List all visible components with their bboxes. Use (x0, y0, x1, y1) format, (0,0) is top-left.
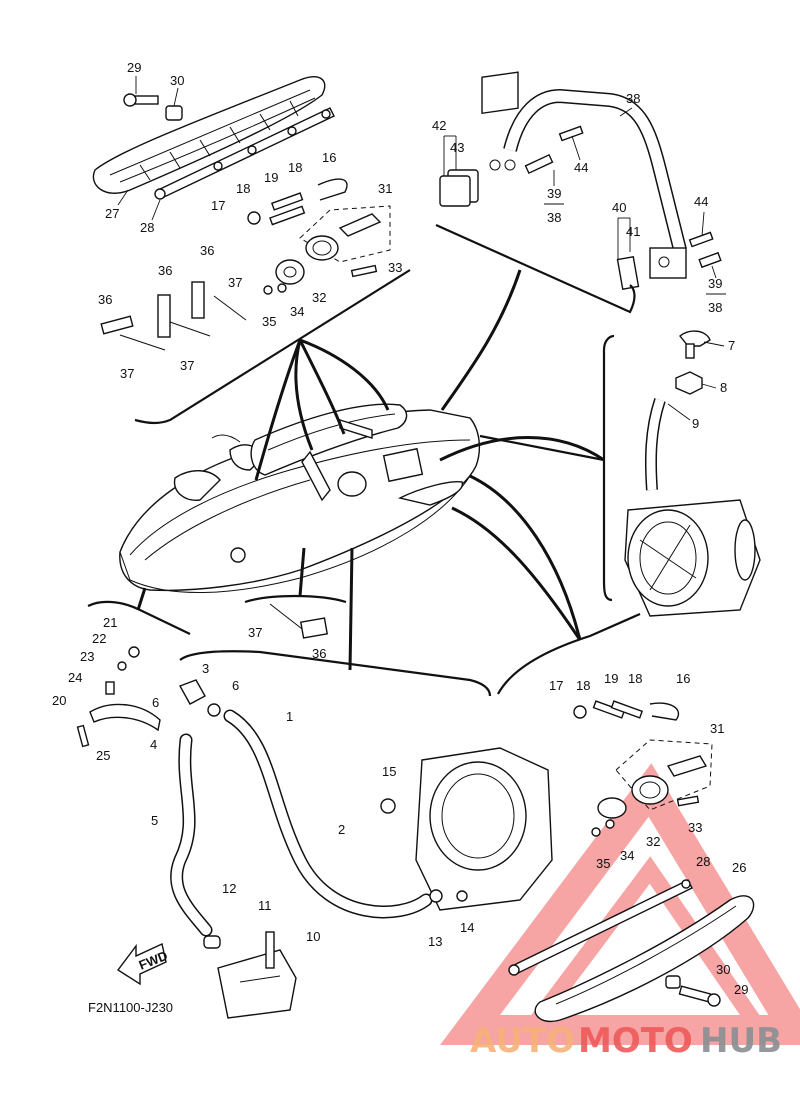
label-36d: 36 (312, 646, 326, 661)
label-27: 27 (105, 206, 119, 221)
leader-arrows (136, 269, 605, 671)
label-39a: 39 (547, 186, 561, 201)
rail-assembly (439, 71, 722, 290)
label-20: 20 (52, 693, 66, 708)
watermark-part-b: MOTO (578, 1021, 693, 1061)
label-36c: 36 (200, 243, 214, 258)
label-19b: 19 (604, 671, 618, 686)
label-36a: 36 (98, 292, 112, 307)
watercraft-hull (119, 403, 481, 593)
label-29b: 29 (734, 982, 748, 997)
group-bracket-mid (244, 594, 347, 604)
grip-handle-assembly (92, 76, 335, 200)
label-7: 7 (728, 338, 735, 353)
fwd-indicator: FWD (116, 943, 170, 986)
label-16b: 16 (676, 671, 690, 686)
label-28b: 28 (696, 854, 710, 869)
label-39b: 39 (708, 276, 722, 291)
watermark-text: AUTO MOTO HUB (470, 1021, 782, 1061)
bracket-set-left (100, 281, 247, 351)
label-11: 11 (258, 898, 272, 913)
label-18d: 18 (628, 671, 642, 686)
group-bracket-mid-left (87, 600, 191, 635)
label-35b: 35 (596, 856, 610, 871)
group-bracket-top-right (435, 223, 636, 314)
label-16: 16 (322, 150, 336, 165)
label-10: 10 (306, 929, 320, 944)
label-30: 30 (170, 73, 184, 88)
label-35: 35 (262, 314, 276, 329)
group-bracket-right-bottom (497, 612, 641, 695)
label-6b: 6 (152, 695, 159, 710)
label-32: 32 (312, 290, 326, 305)
label-23: 23 (80, 649, 94, 664)
label-38c: 38 (708, 300, 722, 315)
label-21: 21 (103, 615, 117, 630)
label-38a: 38 (626, 91, 640, 106)
diagram-code: F2N1100-J230 (88, 1000, 173, 1015)
label-30b: 30 (716, 962, 730, 977)
bracket-parts-20-25 (76, 646, 161, 748)
latch-parts-bottom (573, 700, 713, 837)
label-4: 4 (150, 737, 157, 752)
label-9: 9 (692, 416, 699, 431)
label-34b: 34 (620, 848, 634, 863)
label-2: 2 (338, 822, 345, 837)
label-31b: 31 (710, 721, 724, 736)
grip-handle-bottom (508, 879, 755, 1023)
group-bracket-hoses (179, 650, 492, 697)
label-22: 22 (92, 631, 106, 646)
latch-parts-top (247, 178, 391, 295)
label-33: 33 (388, 260, 402, 275)
label-17b: 17 (549, 678, 563, 693)
jet-pump-assembly (624, 330, 761, 617)
label-40: 40 (612, 200, 626, 215)
label-37d: 37 (248, 625, 262, 640)
label-5: 5 (151, 813, 158, 828)
group-bracket-right (602, 334, 615, 602)
label-44a: 44 (574, 160, 588, 175)
label-36b: 36 (158, 263, 172, 278)
label-24: 24 (68, 670, 82, 685)
label-18c: 18 (576, 678, 590, 693)
label-37a: 37 (228, 275, 242, 290)
label-18b: 18 (288, 160, 302, 175)
group-bracket-top-left (134, 269, 411, 425)
label-25: 25 (96, 748, 110, 763)
jet-housing (380, 747, 553, 911)
label-14: 14 (460, 920, 474, 935)
label-18: 18 (236, 181, 250, 196)
label-6a: 6 (232, 678, 239, 693)
label-32b: 32 (646, 834, 660, 849)
label-19: 19 (264, 170, 278, 185)
label-37b: 37 (120, 366, 134, 381)
bracket-parts-36-37 (269, 603, 329, 639)
label-42: 42 (432, 118, 446, 133)
label-31: 31 (378, 181, 392, 196)
label-34: 34 (290, 304, 304, 319)
label-1: 1 (286, 709, 293, 724)
label-29: 29 (127, 60, 141, 75)
watermark-part-a: AUTO (470, 1021, 575, 1061)
label-26: 26 (732, 860, 746, 875)
label-44b: 44 (694, 194, 708, 209)
label-33b: 33 (688, 820, 702, 835)
fwd-label: FWD (137, 948, 170, 973)
label-41: 41 (626, 224, 640, 239)
label-3: 3 (202, 661, 209, 676)
label-15: 15 (382, 764, 396, 779)
label-28: 28 (140, 220, 154, 235)
label-12: 12 (222, 881, 236, 896)
watermark-part-c: HUB (700, 1021, 782, 1061)
label-17: 17 (211, 198, 225, 213)
label-8: 8 (720, 380, 727, 395)
label-37c: 37 (180, 358, 194, 373)
label-13: 13 (428, 934, 442, 949)
hose-assembly (170, 679, 433, 1019)
label-38b: 38 (547, 210, 561, 225)
label-43: 43 (450, 140, 464, 155)
